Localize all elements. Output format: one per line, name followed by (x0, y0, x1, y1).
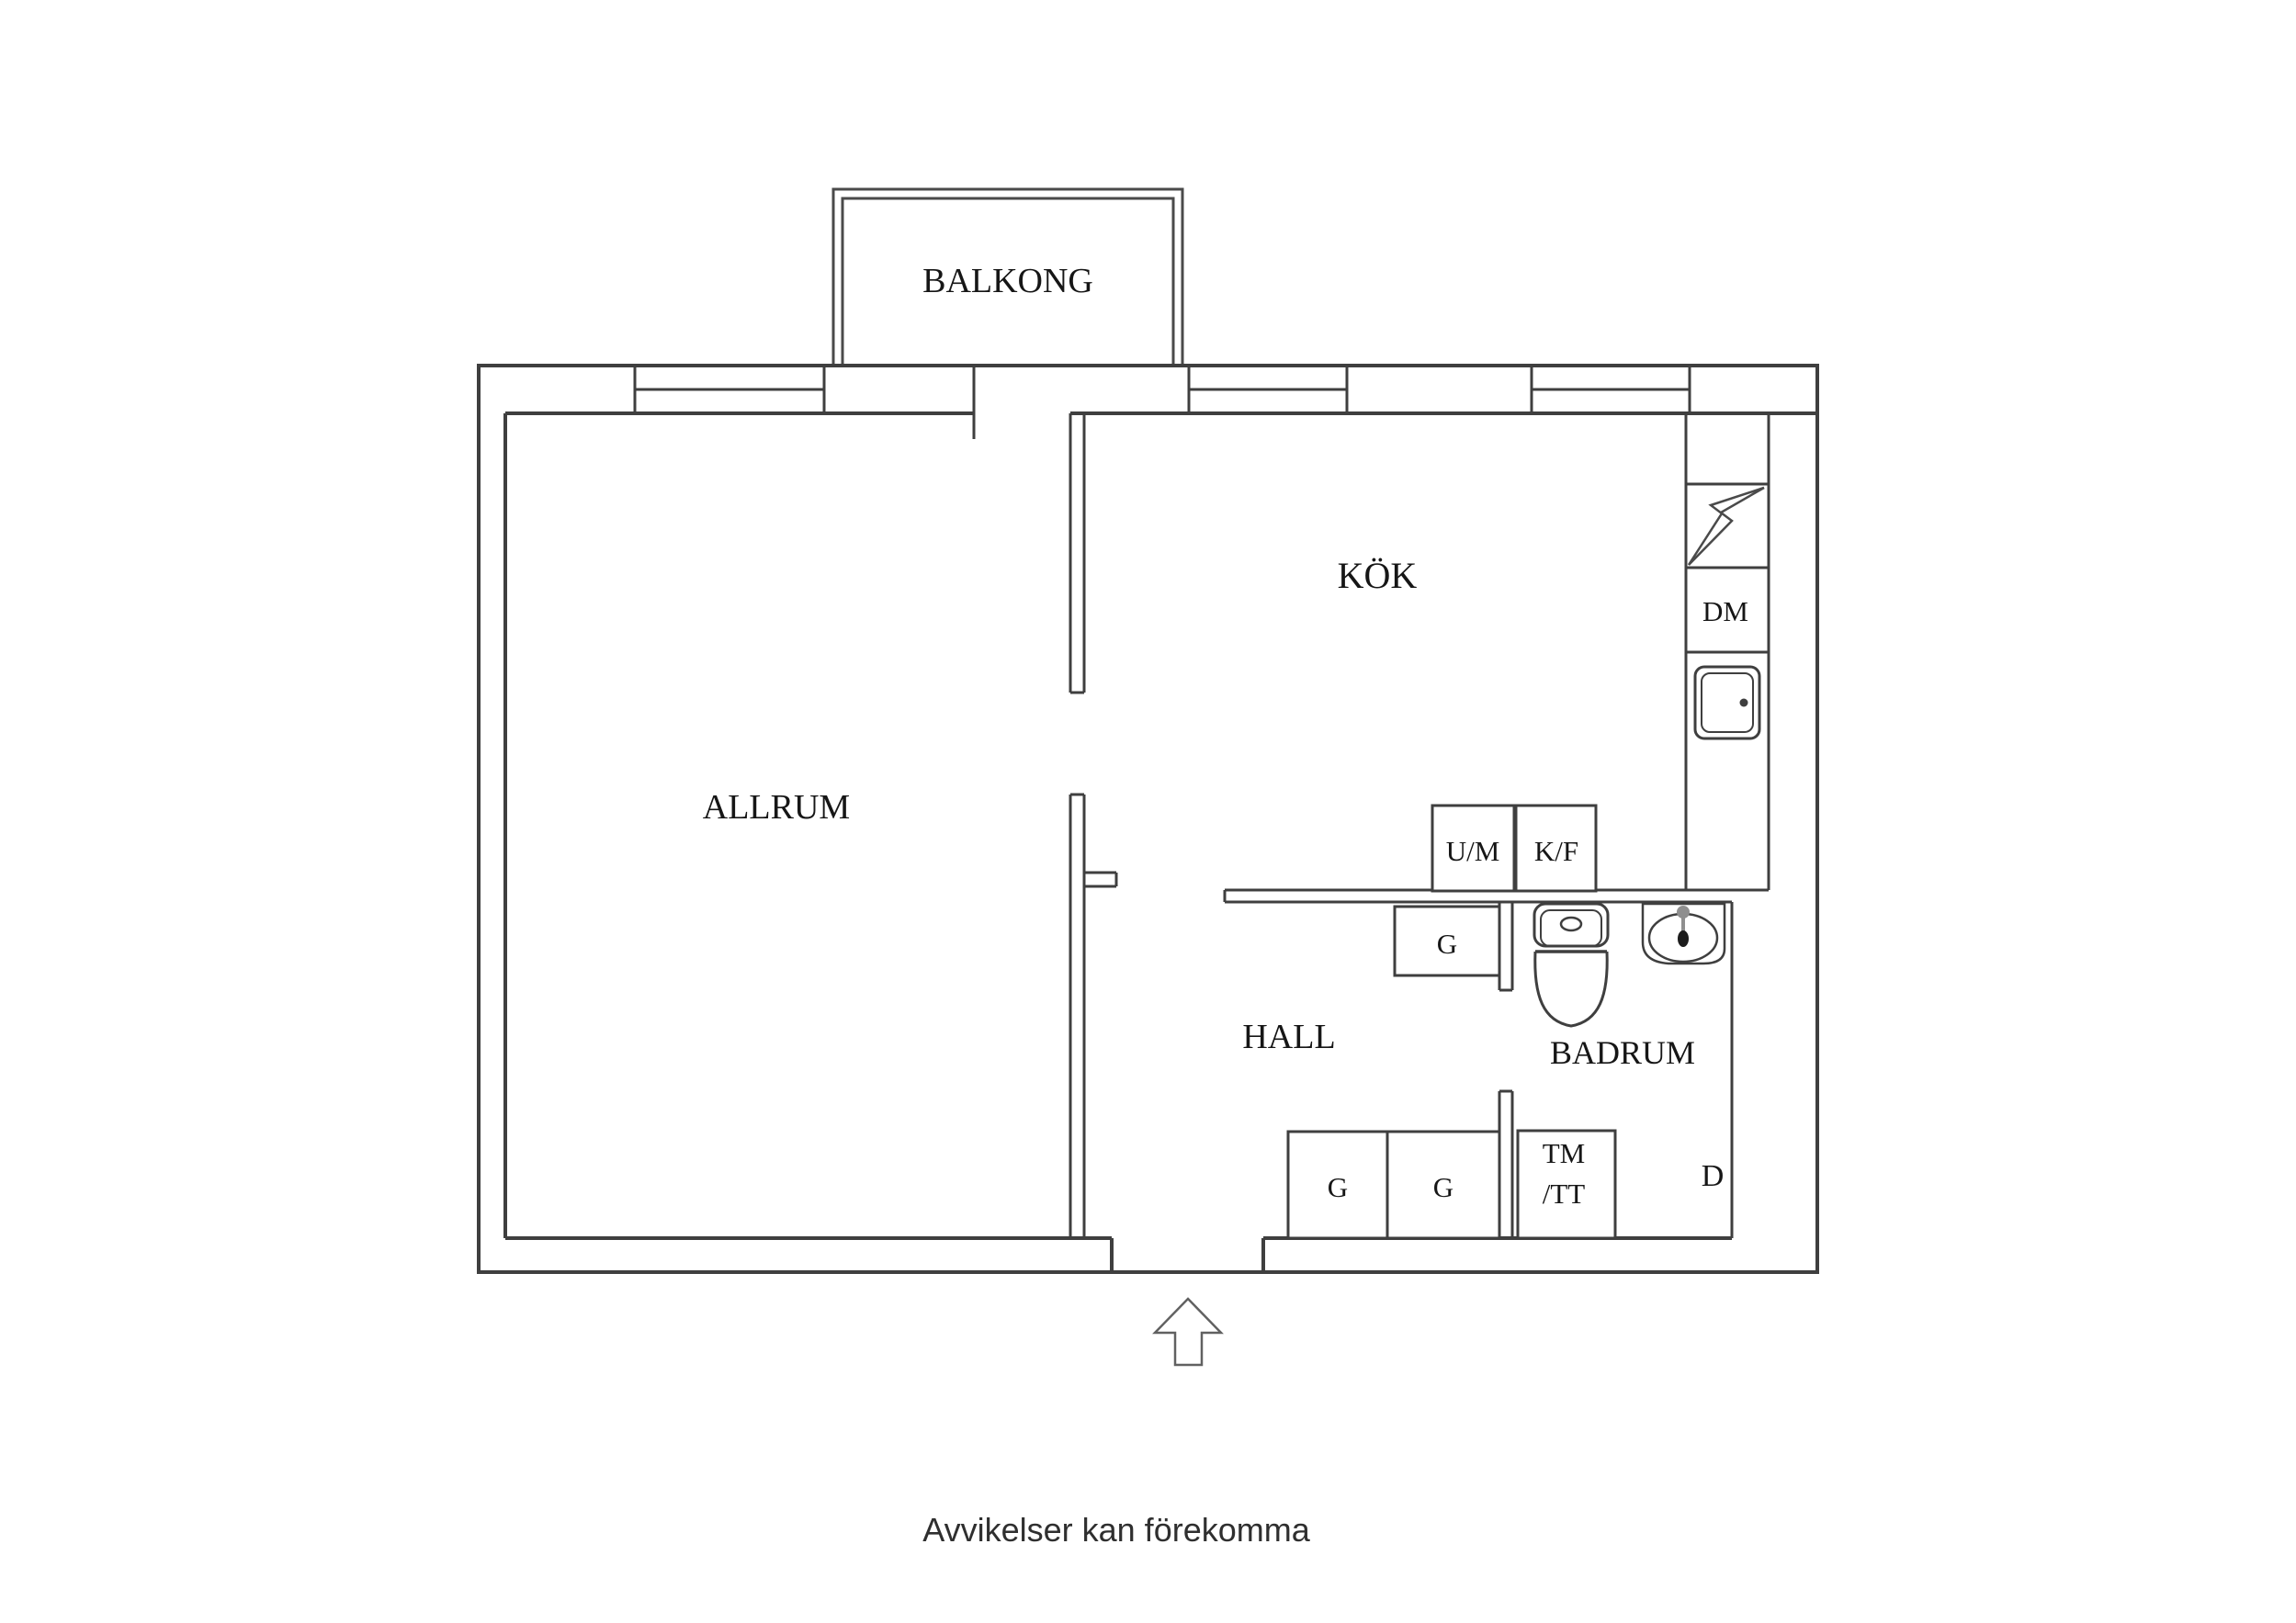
fixture-label-dm: DM (1702, 595, 1748, 627)
bathroom-west-wall (1498, 902, 1514, 1238)
disclaimer-text: Avvikelser kan förekomma (922, 1511, 1310, 1549)
fixture-label-tm: TM (1543, 1137, 1586, 1169)
fixture-label-kf: K/F (1534, 835, 1578, 867)
fixture-label-d: D (1702, 1159, 1725, 1193)
room-label-kok: KÖK (1338, 555, 1418, 596)
wardrobe-box-lower-left (1286, 1130, 1389, 1240)
fixture-label-tt: /TT (1543, 1178, 1586, 1210)
um-box (1431, 804, 1516, 893)
exterior-walls (477, 364, 1819, 1274)
room-label-badrum: BADRUM (1550, 1034, 1695, 1071)
wardrobe-box-lower-right (1386, 1130, 1501, 1240)
balcony-walls (831, 187, 1184, 364)
kf-box (1514, 804, 1598, 893)
entrance-arrow-icon (1152, 1297, 1224, 1367)
fixture-label-g-upper: G (1437, 928, 1457, 960)
fixture-label-um: U/M (1446, 835, 1500, 867)
washbasin-icon (1641, 902, 1726, 965)
bathroom (1498, 902, 1734, 1240)
room-label-hall: HALL (1242, 1018, 1335, 1056)
toilet-icon (1533, 902, 1610, 1028)
fixture-label-g-lower-left: G (1328, 1171, 1348, 1203)
hall-cabinets (1286, 905, 1501, 1240)
room-label-allrum: ALLRUM (703, 788, 850, 827)
washing-machine-box (1516, 1129, 1617, 1240)
kitchen-fittings (1223, 413, 1770, 904)
room-label-balkong: BALKONG (922, 262, 1093, 300)
windows (633, 366, 1691, 439)
lightning-bolt-icon (1687, 486, 1765, 566)
appliance-boxes (1431, 804, 1598, 893)
kitchen-sink-icon (1693, 665, 1761, 740)
kitchen-counter-column (1684, 413, 1770, 890)
interior-divider-wall (1069, 413, 1118, 1238)
fixture-label-g-lower-right: G (1433, 1171, 1453, 1203)
